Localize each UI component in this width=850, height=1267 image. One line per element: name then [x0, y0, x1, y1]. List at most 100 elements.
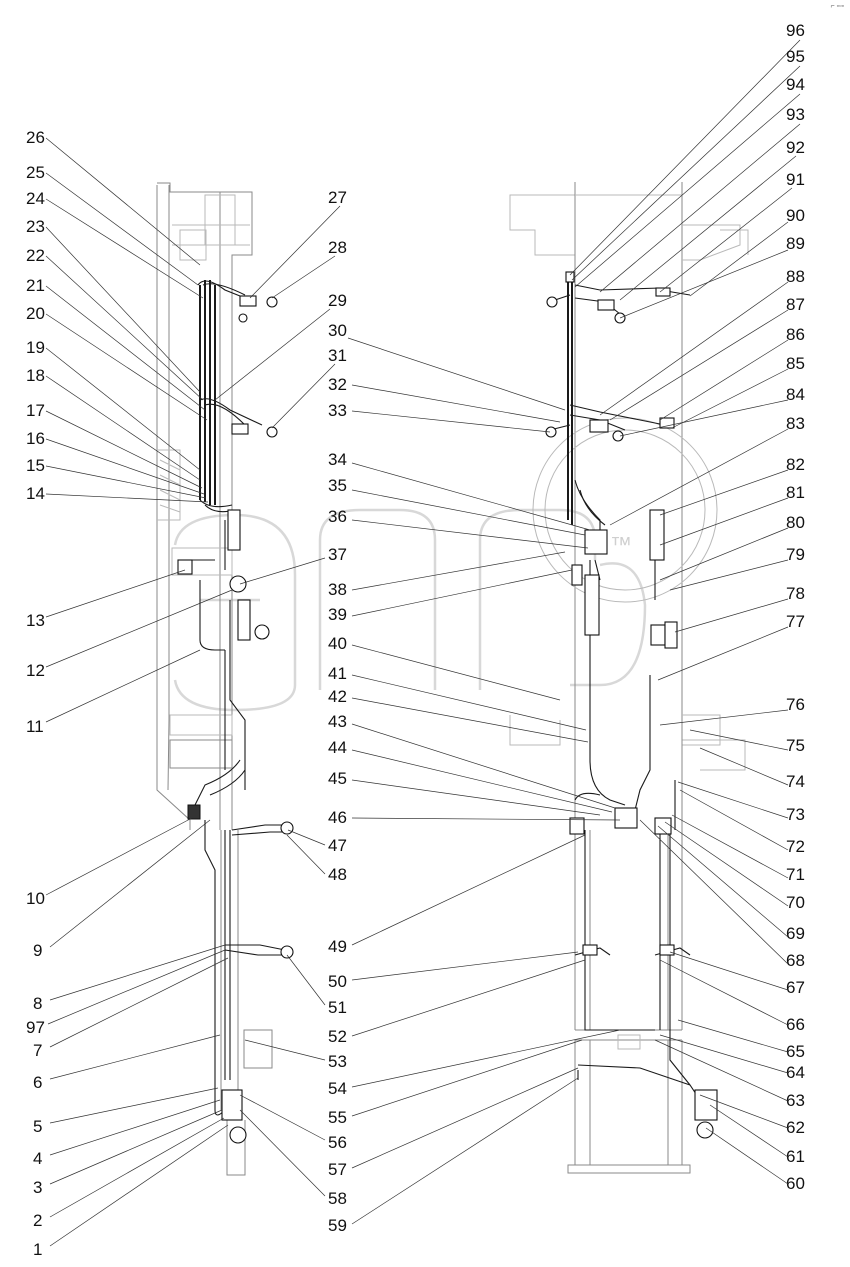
callouts-right: 96 95 94 93 92 91 90 89 88 87 86 85 84 8…: [569, 21, 805, 1193]
callout-label: 41: [328, 664, 347, 683]
callout-label: 18: [26, 366, 45, 385]
callout-label: 66: [786, 1015, 805, 1034]
callout-label: 48: [328, 865, 347, 884]
right-components: [545, 271, 718, 1139]
callout-label: 71: [786, 865, 805, 884]
callout-label: 32: [328, 375, 347, 394]
callout-label: 72: [786, 837, 805, 856]
watermark-logo: ™: [173, 508, 647, 712]
callout-label: 8: [33, 994, 42, 1013]
corner-mark: ⌐ ▫▫▫: [830, 3, 844, 10]
right-frame-rail: [509, 182, 749, 1174]
callout-label: 68: [786, 951, 805, 970]
callout-label: 21: [26, 276, 45, 295]
callout-label: 88: [786, 267, 805, 286]
callout-label: 4: [33, 1149, 42, 1168]
callout-label: 61: [786, 1147, 805, 1166]
callout-label: 11: [26, 717, 44, 736]
callout-label: 95: [786, 47, 805, 66]
callout-label: 46: [328, 808, 347, 827]
callout-label: 79: [786, 545, 805, 564]
callout-label: 70: [786, 893, 805, 912]
callout-label: 24: [26, 189, 45, 208]
callout-label: 62: [786, 1118, 805, 1137]
callout-label: 65: [786, 1042, 805, 1061]
callout-label: 55: [328, 1108, 347, 1127]
callout-label: 56: [328, 1133, 347, 1152]
callout-label: 6: [33, 1073, 42, 1092]
callout-label: 43: [328, 712, 347, 731]
callout-label: 52: [328, 1027, 347, 1046]
callout-label: 93: [786, 105, 805, 124]
callout-label: 44: [328, 738, 347, 757]
callout-label: 78: [786, 584, 805, 603]
callout-label: 14: [26, 484, 45, 503]
callout-label: 74: [786, 772, 805, 791]
callout-label: 30: [328, 321, 347, 340]
callout-label: 39: [328, 605, 347, 624]
callout-label: 90: [786, 206, 805, 225]
left-pipe-bundle: [180, 280, 286, 1116]
callout-label: 60: [786, 1174, 805, 1193]
right-pipe-bundle: [549, 275, 701, 1101]
left-components: [177, 295, 294, 1144]
callout-label: 96: [786, 21, 805, 40]
callout-label: 2: [33, 1211, 42, 1230]
callout-label: 92: [786, 138, 805, 157]
callout-label: 91: [786, 170, 805, 189]
callout-label: 19: [26, 338, 45, 357]
callout-label: 49: [328, 937, 347, 956]
callout-label: 51: [328, 998, 347, 1017]
callout-label: 12: [26, 661, 45, 680]
callout-label: 22: [26, 246, 45, 265]
callout-label: 77: [786, 612, 805, 631]
callout-label: 5: [33, 1117, 42, 1136]
callout-label: 81: [786, 483, 805, 502]
callout-label: 75: [786, 736, 805, 755]
callout-label: 84: [786, 385, 805, 404]
callout-label: 45: [328, 769, 347, 788]
callout-label: 87: [786, 295, 805, 314]
callout-label: 76: [786, 695, 805, 714]
callout-label: 69: [786, 924, 805, 943]
callout-label: 83: [786, 414, 805, 433]
callout-label: 13: [26, 611, 45, 630]
callout-label: 58: [328, 1189, 347, 1208]
callout-label: 42: [328, 687, 347, 706]
callout-label: 31: [328, 346, 347, 365]
callout-label: 17: [26, 401, 45, 420]
callout-label: 36: [328, 507, 347, 526]
callout-label: 85: [786, 354, 805, 373]
callout-label: 57: [328, 1160, 347, 1179]
callout-label: 97: [26, 1018, 45, 1037]
callout-label: 86: [786, 325, 805, 344]
callout-label: 26: [26, 128, 45, 147]
callouts-left: 26 25 24 23 22 21 20 19 18 17 16 15 14 1…: [26, 128, 233, 1259]
callout-label: 80: [786, 513, 805, 532]
callout-label: 10: [26, 889, 45, 908]
callout-label: 59: [328, 1216, 347, 1235]
callout-label: 89: [786, 234, 805, 253]
callout-label: 47: [328, 836, 347, 855]
callout-label: 7: [33, 1041, 42, 1060]
callout-label: 23: [26, 217, 45, 236]
callout-label: 64: [786, 1063, 805, 1082]
callout-label: 94: [786, 75, 805, 94]
callout-label: 20: [26, 304, 45, 323]
callout-label: 63: [786, 1091, 805, 1110]
callout-label: 28: [328, 238, 347, 257]
callout-label: 54: [328, 1079, 347, 1098]
callout-label: 53: [328, 1052, 347, 1071]
callout-label: 37: [328, 545, 347, 564]
callouts-center: 27 28 29 30 31 32 33 34 35 36 37 38 39 4…: [214, 188, 621, 1235]
callout-label: 15: [26, 456, 45, 475]
callout-label: 82: [786, 455, 805, 474]
callout-label: 35: [328, 476, 347, 495]
callout-label: 40: [328, 634, 347, 653]
callout-label: 9: [33, 941, 42, 960]
callout-label: 38: [328, 580, 347, 599]
callout-label: 1: [33, 1240, 42, 1259]
callout-label: 33: [328, 401, 347, 420]
left-frame-rail: [156, 182, 273, 1176]
